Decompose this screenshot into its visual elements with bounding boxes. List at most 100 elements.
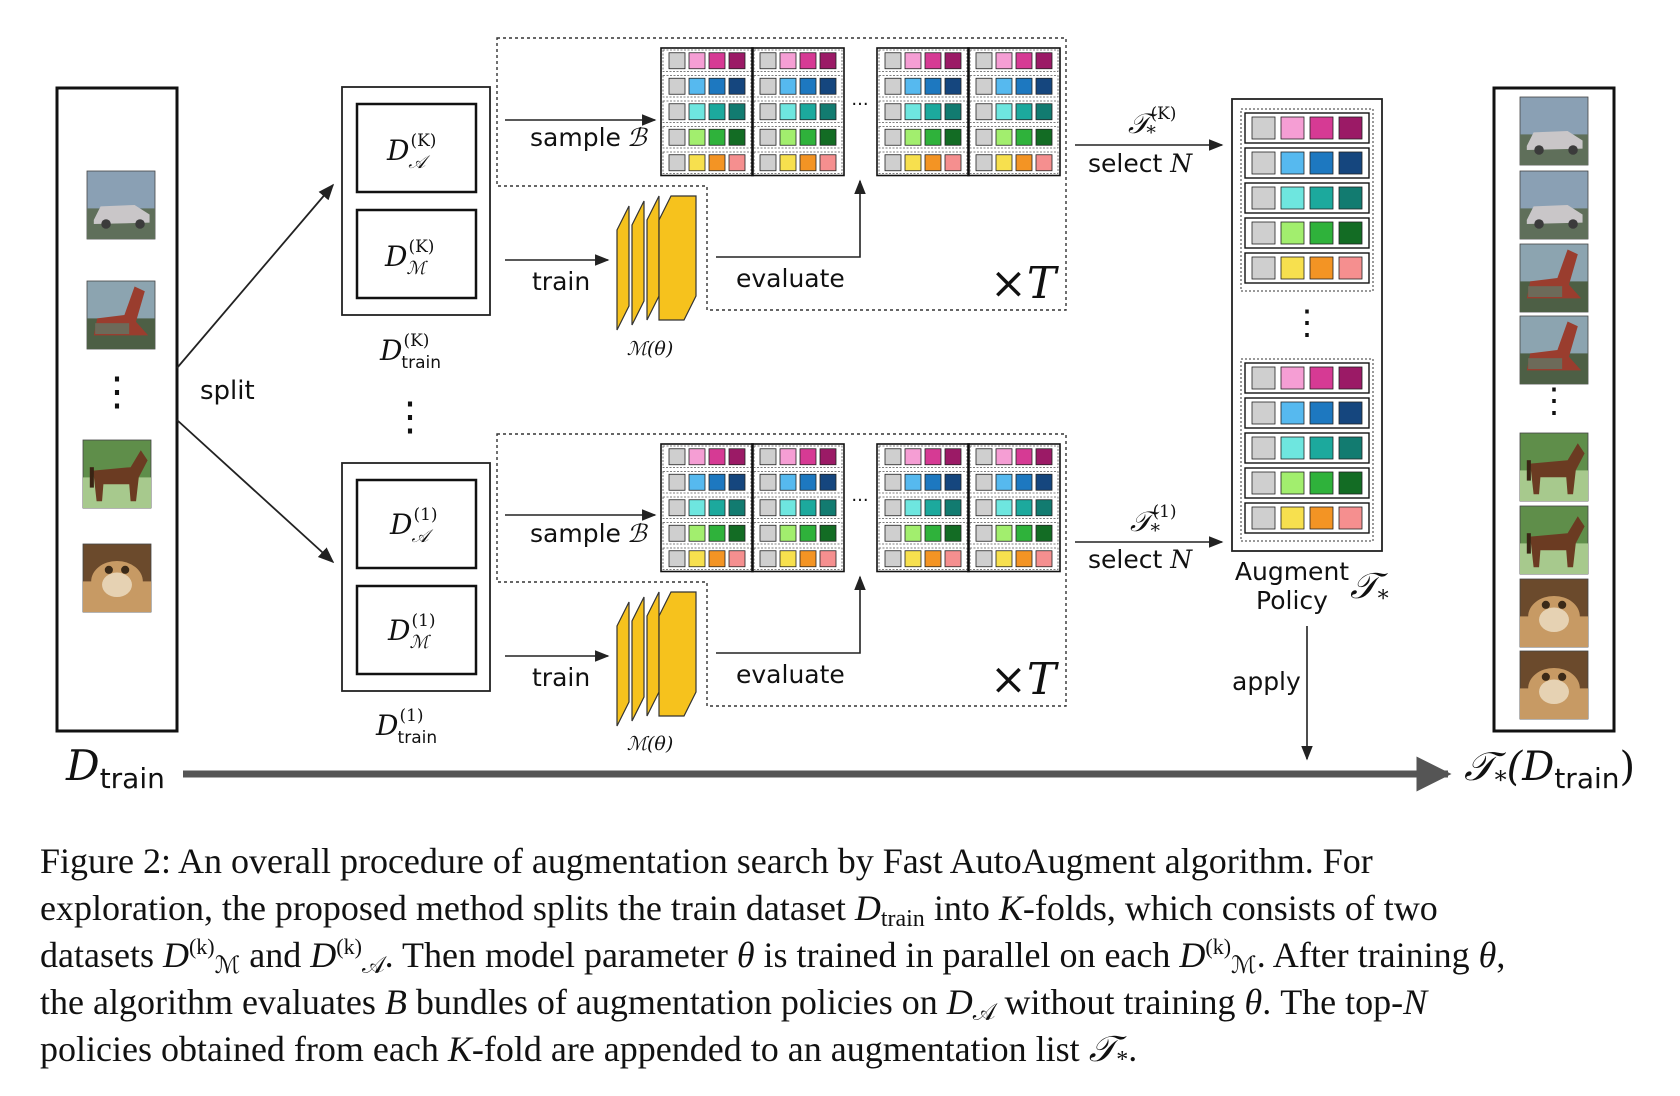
policy-swatch	[1338, 401, 1363, 425]
fold-bottom-hdots: ···	[851, 490, 868, 511]
policy-swatch	[799, 154, 817, 172]
policy-swatch	[688, 52, 706, 70]
fold-top-evaluate-label: evaluate	[736, 264, 845, 293]
policy-swatch	[728, 52, 746, 70]
thumb-detail	[1528, 286, 1563, 298]
policy-swatch	[975, 154, 993, 172]
caption-math: D	[1179, 935, 1206, 975]
thumb-detail	[1558, 600, 1567, 609]
caption-math-sub: 𝒜	[972, 1000, 996, 1026]
policy-swatch	[799, 128, 817, 146]
fold-bottom-model-icon	[616, 591, 697, 727]
policy-swatch	[759, 550, 777, 568]
policy-swatch	[1251, 116, 1276, 140]
caption-text: the algorithm evaluates	[40, 982, 385, 1022]
policy-swatch	[884, 154, 902, 172]
fold-bottom-dtrain-box	[341, 462, 491, 692]
policy-swatch	[904, 448, 922, 466]
policy-swatch	[779, 448, 797, 466]
policy-swatch	[819, 550, 837, 568]
caption-math: θ	[1478, 935, 1497, 975]
caption-math: D	[946, 982, 973, 1022]
policy-swatch	[1035, 154, 1053, 172]
policy-row	[662, 471, 752, 494]
policy-row	[1244, 182, 1370, 214]
policy-swatch	[668, 448, 686, 466]
policy-swatch	[1015, 52, 1033, 70]
caption-math-sub: ℳ	[1231, 953, 1257, 979]
policy-swatch	[688, 499, 706, 517]
policy-swatch	[924, 77, 942, 95]
fold-bottom-search-region	[496, 433, 1067, 707]
policy-swatch	[819, 52, 837, 70]
policy-row	[753, 100, 843, 123]
policy-swatch	[904, 524, 922, 542]
caption-math-sub: *	[1116, 1047, 1129, 1073]
policy-swatch	[1338, 471, 1363, 495]
policy-swatch	[779, 550, 797, 568]
policy-swatch	[1280, 256, 1305, 280]
thumb-detail	[102, 572, 132, 598]
policy-column-frame	[660, 443, 754, 573]
split-arrow-top	[176, 183, 335, 369]
caption-text: ,	[1496, 935, 1506, 975]
thumbnail-truck	[86, 280, 156, 350]
policy-swatch	[924, 52, 942, 70]
policy-swatch	[1015, 128, 1033, 146]
policy-swatch	[884, 448, 902, 466]
policy-swatch	[668, 128, 686, 146]
policy-bundle-column-2	[751, 47, 845, 177]
policy-row	[1244, 502, 1370, 534]
thumbnail-car	[86, 170, 156, 240]
policy-swatch	[944, 448, 962, 466]
caption-math: θ	[736, 935, 755, 975]
policy-row	[878, 126, 968, 149]
policy-row	[969, 522, 1059, 545]
policy-swatch	[1251, 256, 1276, 280]
policy-swatch	[975, 524, 993, 542]
policy-swatch	[995, 473, 1013, 491]
caption-math-sup: (k)	[188, 934, 215, 959]
policy-swatch	[728, 103, 746, 121]
policy-swatch	[1309, 221, 1334, 245]
policy-swatch	[1280, 151, 1305, 175]
policy-swatch	[975, 473, 993, 491]
policy-swatch	[944, 524, 962, 542]
caption-text: without training	[995, 982, 1245, 1022]
policy-swatch	[799, 448, 817, 466]
policy-swatch	[799, 550, 817, 568]
thumbnail-horse	[1519, 432, 1589, 502]
policy-swatch	[884, 499, 902, 517]
policy-row	[969, 547, 1059, 570]
caption-math: D	[854, 888, 881, 928]
policy-swatch	[1309, 506, 1334, 530]
policy-swatch	[944, 154, 962, 172]
policy-swatch	[1015, 77, 1033, 95]
policy-swatch	[1251, 471, 1276, 495]
fold-bottom-da-box	[355, 478, 478, 570]
policy-row	[1244, 112, 1370, 144]
policy-bundle-column-2	[751, 443, 845, 573]
fold-top-model-icon	[616, 195, 697, 331]
thumbnail-horse	[82, 439, 152, 509]
thumb-detail	[121, 565, 130, 574]
policy-swatch	[688, 103, 706, 121]
policy-swatch	[1338, 366, 1363, 390]
policy-swatch	[688, 524, 706, 542]
policy-swatch	[819, 473, 837, 491]
policy-swatch	[995, 499, 1013, 517]
policy-swatch	[904, 499, 922, 517]
policy-swatch	[1015, 550, 1033, 568]
policy-row	[1244, 467, 1370, 499]
policy-row	[662, 445, 752, 468]
caption-line-3: datasets D(k)ℳ and D(k)𝒜. Then model par…	[40, 932, 1660, 979]
policy-swatch	[924, 550, 942, 568]
policy-row	[662, 126, 752, 149]
fold-bottom-times-t: ×T	[990, 654, 1060, 705]
policy-swatch	[975, 77, 993, 95]
policy-swatch	[1015, 473, 1033, 491]
fold-top-dm-box	[355, 208, 478, 300]
thumb-detail	[1558, 672, 1567, 681]
output-dataset-panel	[1492, 86, 1616, 733]
